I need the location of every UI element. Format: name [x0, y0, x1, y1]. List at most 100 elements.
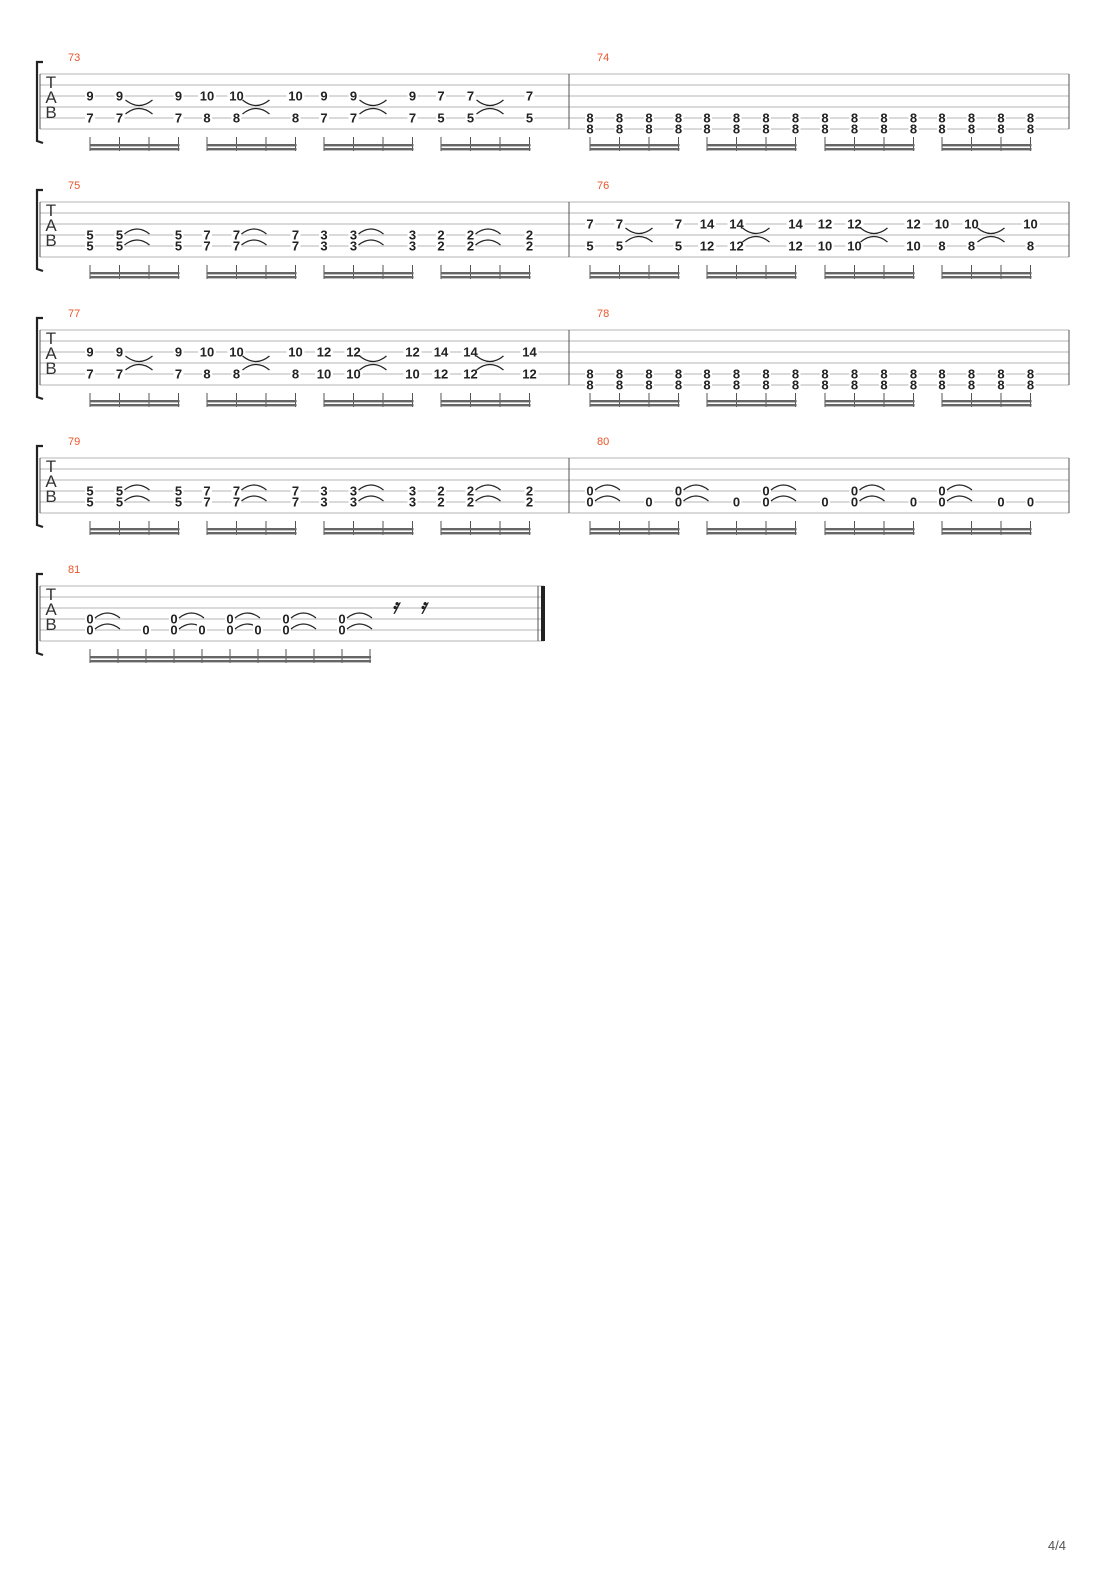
fret-mask: [231, 229, 242, 240]
beam: [707, 148, 797, 151]
fret-number: 0: [733, 495, 740, 510]
tab-system: TAB7555555577777733333322222276757575141…: [35, 180, 1070, 279]
fret-mask: [202, 112, 212, 123]
tie-arc: [977, 235, 1005, 243]
tab-clef-letter: B: [45, 359, 56, 378]
tab-system: TAB8100000000000000𝄿𝄿: [35, 564, 545, 663]
fret-mask: [114, 229, 125, 240]
fret-mask: [85, 90, 95, 101]
fret-number: 7: [292, 239, 299, 254]
fret-mask: [198, 90, 216, 101]
tab-clef-letter: T: [46, 585, 56, 604]
tie-arc: [358, 484, 384, 491]
fret-mask: [319, 240, 329, 251]
fret-number: 5: [175, 495, 182, 510]
fret-number: 12: [463, 367, 477, 382]
tie-arc: [124, 228, 150, 235]
fret-number: 8: [703, 367, 710, 382]
beam: [324, 276, 414, 279]
sixteenth-rest-symbol: 𝄿: [420, 594, 429, 618]
tab-clef-letter: A: [45, 216, 57, 235]
fret-mask: [85, 368, 95, 379]
fret-mask: [202, 240, 212, 251]
tab-clef-letter: T: [46, 201, 56, 220]
fret-mask: [1021, 218, 1040, 229]
fret-mask: [1025, 496, 1036, 507]
fret-number: 14: [434, 345, 449, 360]
fret-number: 5: [116, 239, 123, 254]
fret-mask: [820, 496, 830, 507]
fret-mask: [290, 240, 301, 251]
fret-mask: [845, 218, 864, 229]
fret-number: 8: [910, 378, 917, 393]
fret-number: 8: [938, 378, 945, 393]
fret-mask: [85, 496, 95, 507]
fret-number: 5: [175, 228, 182, 243]
beam: [441, 532, 531, 535]
fret-mask: [315, 368, 333, 379]
bar-number: 81: [68, 564, 80, 576]
fret-number: 2: [526, 239, 533, 254]
bar-number: 74: [597, 52, 609, 64]
fret-mask: [673, 485, 684, 496]
fret-mask: [790, 368, 801, 379]
fret-mask: [281, 613, 291, 624]
fret-number: 14: [463, 345, 478, 360]
fret-mask: [319, 485, 329, 496]
fret-number: 8: [762, 378, 769, 393]
fret-number: 8: [1027, 122, 1034, 137]
fret-mask: [644, 112, 654, 123]
fret-number: 9: [86, 345, 93, 360]
beam: [590, 144, 680, 147]
fret-number: 0: [226, 612, 233, 627]
fret-mask: [286, 90, 305, 101]
fret-number: 10: [200, 345, 214, 360]
fret-number: 8: [997, 122, 1004, 137]
fret-mask: [461, 346, 480, 357]
fret-number: 8: [675, 111, 682, 126]
fret-number: 8: [645, 378, 652, 393]
fret-mask: [436, 496, 446, 507]
fret-number: 8: [703, 122, 710, 137]
fret-number: 0: [762, 495, 769, 510]
tie-arc: [358, 228, 384, 235]
fret-number: 8: [910, 122, 917, 137]
fret-number: 10: [964, 217, 978, 232]
tie-arc: [241, 495, 267, 502]
beam: [324, 400, 414, 403]
fret-mask: [937, 123, 947, 134]
tie-arc: [475, 484, 501, 491]
beam: [174, 660, 259, 663]
fret-number: 8: [586, 122, 593, 137]
fret-mask: [344, 346, 363, 357]
fret-mask: [85, 346, 95, 357]
fret-mask: [908, 368, 919, 379]
fret-mask: [141, 624, 151, 635]
fret-number: 8: [821, 367, 828, 382]
fret-mask: [465, 112, 476, 123]
fret-mask: [407, 496, 418, 507]
tie-arc: [290, 623, 317, 630]
page-number: 4/4: [1047, 1538, 1066, 1553]
fret-mask: [231, 496, 242, 507]
fret-mask: [702, 112, 712, 123]
fret-mask: [820, 112, 830, 123]
fret-number: 8: [880, 111, 887, 126]
fret-number: 10: [346, 367, 360, 382]
fret-mask: [908, 379, 919, 390]
fret-mask: [173, 368, 184, 379]
tie-arc: [683, 484, 709, 491]
fret-mask: [520, 346, 539, 357]
fret-number: 10: [405, 367, 419, 382]
fret-mask: [173, 240, 184, 251]
fret-number: 0: [1027, 495, 1034, 510]
fret-mask: [996, 496, 1006, 507]
fret-mask: [348, 240, 359, 251]
fret-number: 7: [292, 484, 299, 499]
tie-arc: [594, 495, 621, 502]
beam: [258, 656, 343, 659]
fret-number: 10: [935, 217, 949, 232]
fret-mask: [849, 368, 860, 379]
beam: [707, 400, 797, 403]
